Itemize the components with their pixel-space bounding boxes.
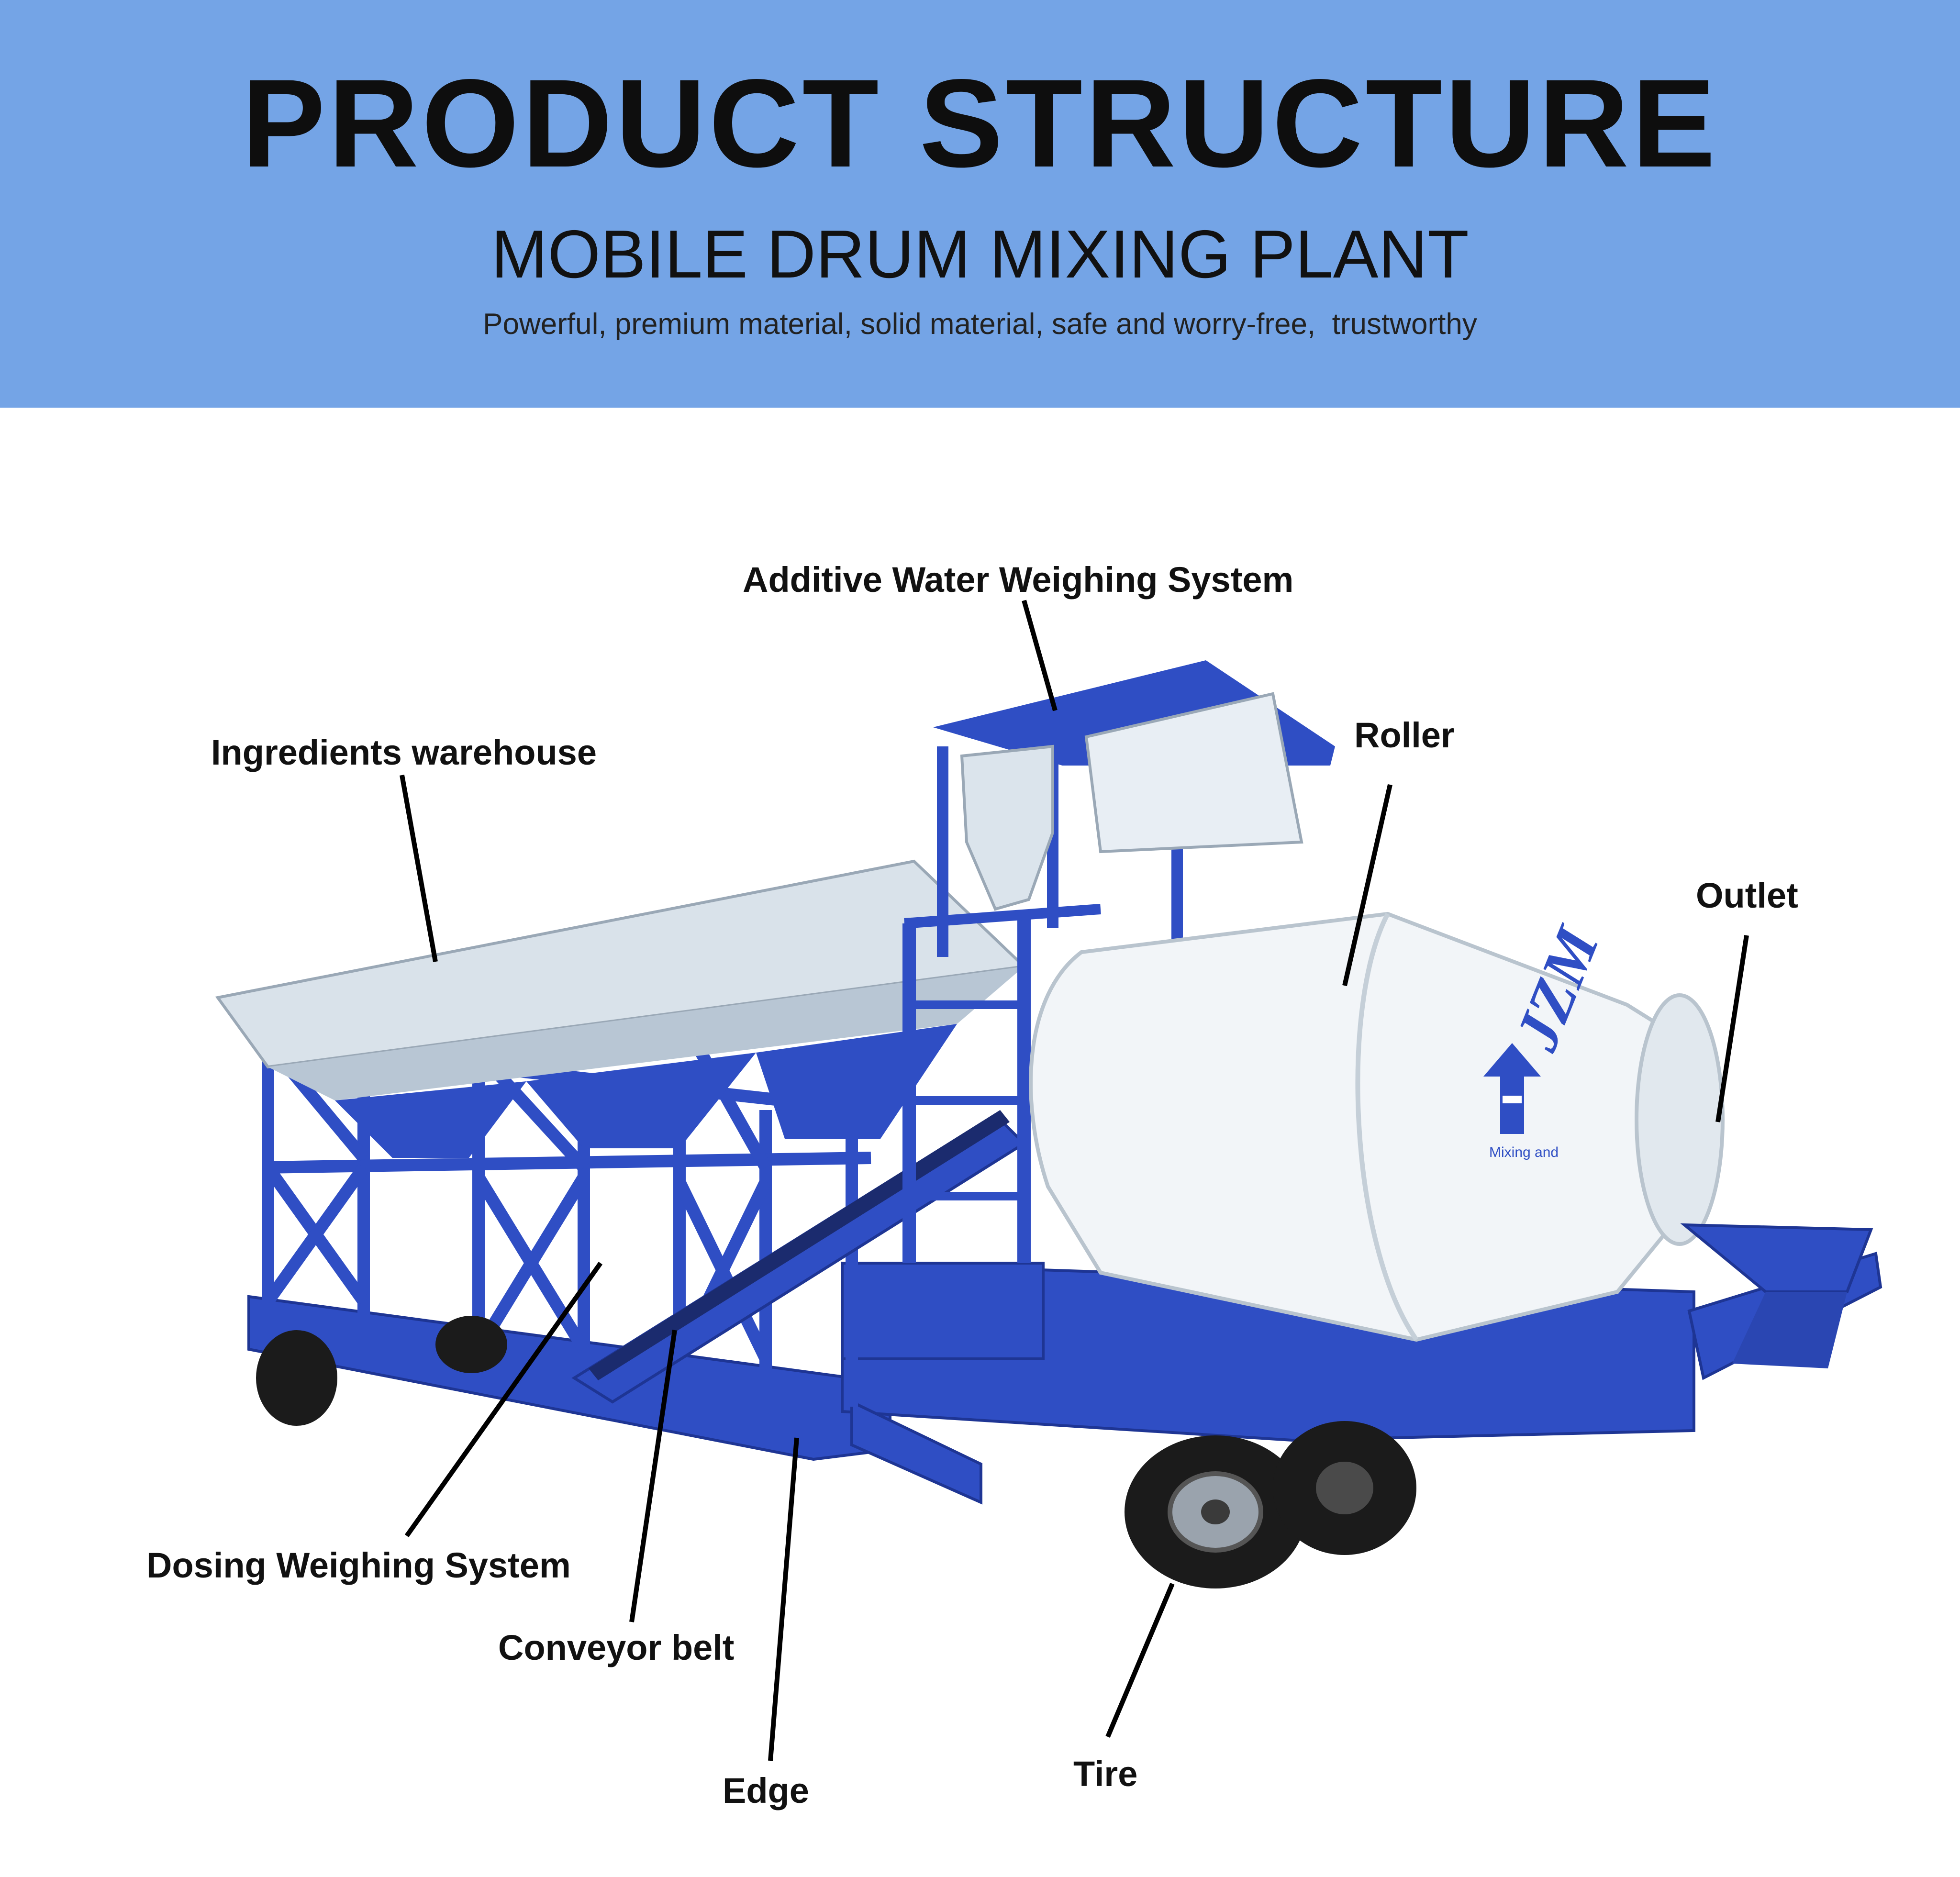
drum-arrow-caption: Mixing and	[1489, 1144, 1559, 1160]
callout-leaders	[400, 600, 1749, 1761]
label-tire: Tire	[1073, 1754, 1138, 1794]
label-conveyor-belt: Conveyor belt	[498, 1628, 735, 1667]
discharge-outlet	[1680, 1223, 1873, 1368]
tires	[256, 1316, 1416, 1588]
ingredients-hopper	[215, 859, 1027, 1158]
label-additive-water-weighing-system: Additive Water Weighing System	[743, 560, 1294, 600]
label-outlet: Outlet	[1696, 876, 1798, 915]
additive-water-tower	[902, 660, 1335, 1263]
label-dosing-weighing-system: Dosing Weighing System	[146, 1545, 571, 1585]
page-subtitle: MOBILE DRUM MIXING PLANT	[491, 216, 1469, 292]
label-ingredients-warehouse: Ingredients warehouse	[211, 733, 597, 772]
page-title: PRODUCT STRUCTURE	[242, 53, 1718, 193]
header-banner	[0, 0, 1960, 408]
chassis-frame	[247, 1252, 1882, 1505]
mixing-drum: JZM Mixing and	[1029, 911, 1725, 1342]
label-edge: Edge	[723, 1771, 809, 1810]
page-tagline: Powerful, premium material, solid materi…	[483, 308, 1477, 341]
label-roller: Roller	[1354, 715, 1455, 755]
